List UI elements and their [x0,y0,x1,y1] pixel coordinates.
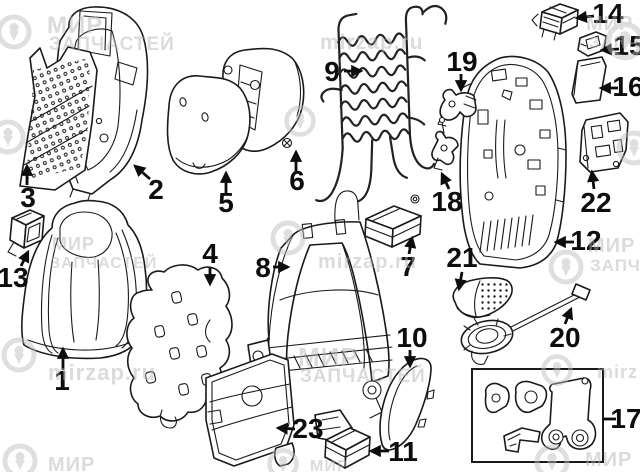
part-1-drawing [21,199,148,360]
part-10-drawing [379,357,435,451]
watermark-text: МИР [585,449,632,471]
callout-5-label[interactable]: 5 [218,187,234,218]
callout-22-label[interactable]: 22 [580,187,611,218]
watermark-text: ЗАПЧ [589,33,640,52]
watermark-text: МИР [310,458,349,472]
callout-6-label[interactable]: 6 [289,165,305,196]
watermark-text: ЗАПЧАСТЕЙ [50,253,157,272]
callout-17-label[interactable]: 17 [610,403,640,434]
watermark-text: mirzap.ru [48,360,156,385]
part-9-drawing [315,4,448,203]
watermark-text: МИР [588,235,635,257]
watermark-logo-icon [551,252,581,282]
callout-1-label[interactable]: 1 [54,365,70,396]
watermark-text: mirz [597,362,638,382]
callout-7-label[interactable]: 7 [400,251,416,282]
watermark-logo-icon [5,446,35,472]
watermark-logo-icon [0,122,23,152]
watermark-text: mirzap.ru [320,31,424,54]
callout-2-label[interactable]: 2 [148,174,164,205]
watermark-text: МИР [298,342,359,372]
part-3-drawing [19,46,98,191]
callout-16-label[interactable]: 16 [612,71,640,102]
watermark-logo-icon [0,17,29,47]
callout-21-label[interactable]: 21 [446,242,477,273]
part-5-drawing [166,75,251,175]
part-17-box [471,368,604,463]
watermark-text: МИР [48,454,95,472]
part-18-drawing [431,116,459,171]
callout-19-label[interactable]: 19 [446,46,477,77]
part-12-drawing [459,55,567,269]
watermark-text: ЗАПЧАСТЕЙ [49,33,175,55]
part-13-drawing [7,209,45,257]
watermark-text: МИР [586,13,633,35]
part-16-drawing [571,56,607,104]
part-7-drawing [364,194,422,248]
callout-13-label[interactable]: 13 [0,262,29,293]
callout-12-label[interactable]: 12 [570,225,601,256]
callout-18-label[interactable]: 18 [431,186,462,217]
watermark-logo-icon [4,340,34,370]
watermark-text: МИР [52,234,95,254]
part-11-drawing [324,427,371,469]
callout-23-label[interactable]: 23 [292,413,323,444]
part-14-drawing [531,3,579,41]
watermark-text: mirzap.ru [318,251,417,273]
watermark-text: МИР [47,12,103,39]
callout-9-label[interactable]: 9 [324,56,340,87]
callout-8-label[interactable]: 8 [255,252,271,283]
part-21-drawing [452,277,513,319]
part-20-drawing [460,283,591,365]
watermark-text: ЗАПЧ [590,256,640,275]
watermark-layer: МИР ЗАПЧАСТЕЙ mirzap.ru МИР ЗАПЧ МИР ЗАП… [0,12,640,472]
callout-4-label[interactable]: 4 [202,238,218,269]
callout-11-label[interactable]: 11 [388,436,418,467]
watermark-text: ЗАПЧАСТЕЙ [300,365,426,387]
callout-10-label[interactable]: 10 [396,322,427,353]
part-23-drawing [205,353,295,467]
watermark-logo-icon [537,447,567,472]
callout-20-label[interactable]: 20 [549,322,580,353]
callout-3-label[interactable]: 3 [20,182,36,213]
part-22-drawing [579,112,629,173]
